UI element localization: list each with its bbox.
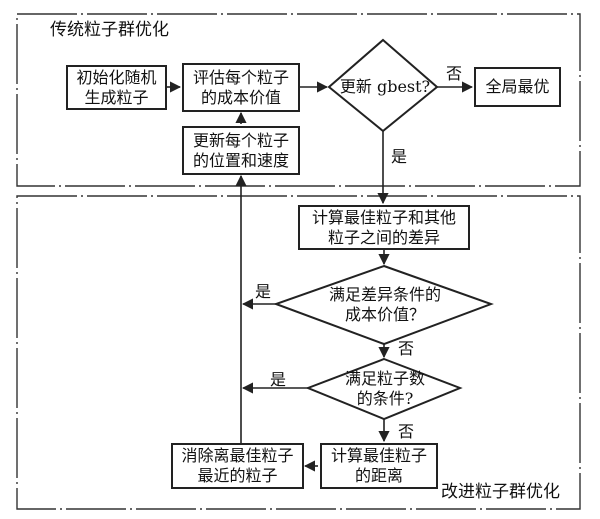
count-yes-label: 是 [270, 370, 287, 389]
traditional-section-title: 传统粒子群优化 [50, 20, 169, 40]
init-particles-box: 初始化随机 生成粒子 [66, 65, 167, 110]
update-position-text: 更新每个粒子 的位置和速度 [192, 130, 289, 170]
check-cost-text: 满足差异条件的 成本价值？ [328, 285, 442, 324]
evaluate-cost-text: 评估每个粒子 的成本价值 [192, 67, 289, 107]
init-particles-text: 初始化随机 生成粒子 [76, 67, 157, 107]
global-best-text: 全局最优 [485, 77, 550, 96]
count-no-label: 否 [398, 422, 415, 441]
remove-nearest-box: 消除离最佳粒子 最近的粒子 [171, 443, 304, 489]
cost-yes-label: 是 [255, 282, 272, 301]
calc-distance-box: 计算最佳粒子 的距离 [320, 443, 438, 489]
global-best-box: 全局最优 [474, 67, 561, 107]
calc-difference-text: 计算最佳粒子和其他 粒子之间的差异 [311, 207, 456, 247]
update-gbest-text: 更新 gbest? [339, 77, 431, 96]
remove-nearest-text: 消除离最佳粒子 最近的粒子 [181, 446, 294, 485]
calc-difference-box: 计算最佳粒子和其他 粒子之间的差异 [298, 205, 470, 250]
traditional-section-frame [16, 13, 581, 187]
gbest-yes-label: 是 [391, 147, 408, 166]
improved-section-frame [16, 195, 581, 510]
update-position-box: 更新每个粒子 的位置和速度 [182, 126, 300, 175]
cost-no-label: 否 [398, 339, 415, 358]
calc-distance-text: 计算最佳粒子 的距离 [330, 446, 427, 485]
evaluate-cost-box: 评估每个粒子 的成本价值 [182, 63, 300, 112]
check-count-text: 满足粒子数 的条件? [344, 369, 426, 408]
gbest-no-label: 否 [446, 64, 463, 83]
improved-section-title: 改进粒子群优化 [441, 482, 560, 502]
